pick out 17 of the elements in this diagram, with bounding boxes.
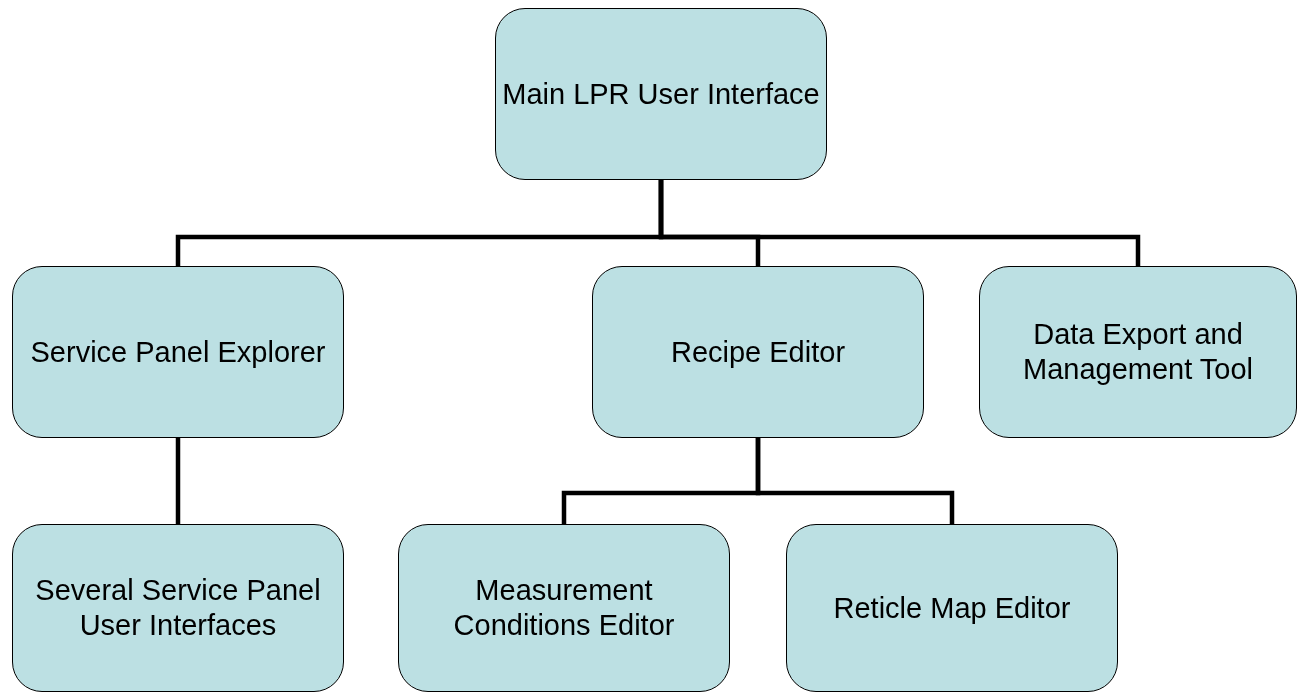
process-box bbox=[592, 266, 924, 438]
connector-line bbox=[755, 438, 955, 524]
process-box bbox=[398, 524, 730, 692]
box-label: Several Service Panel User Interfaces bbox=[34, 573, 322, 643]
box-label: Service Panel Explorer bbox=[30, 334, 326, 370]
process-box bbox=[979, 266, 1297, 438]
box-label: Measurement Conditions Editor bbox=[452, 573, 676, 643]
process-box bbox=[495, 8, 827, 180]
box-label: Data Export and Management Tool bbox=[1022, 317, 1254, 387]
process-box bbox=[786, 524, 1118, 692]
connector-line bbox=[175, 438, 181, 524]
box-label: Main LPR User Interface bbox=[502, 76, 820, 112]
box-label: Reticle Map Editor bbox=[833, 590, 1071, 626]
connector-line bbox=[658, 180, 1141, 266]
box-label: Recipe Editor bbox=[670, 334, 846, 370]
process-box bbox=[12, 266, 344, 438]
process-box bbox=[12, 524, 344, 692]
